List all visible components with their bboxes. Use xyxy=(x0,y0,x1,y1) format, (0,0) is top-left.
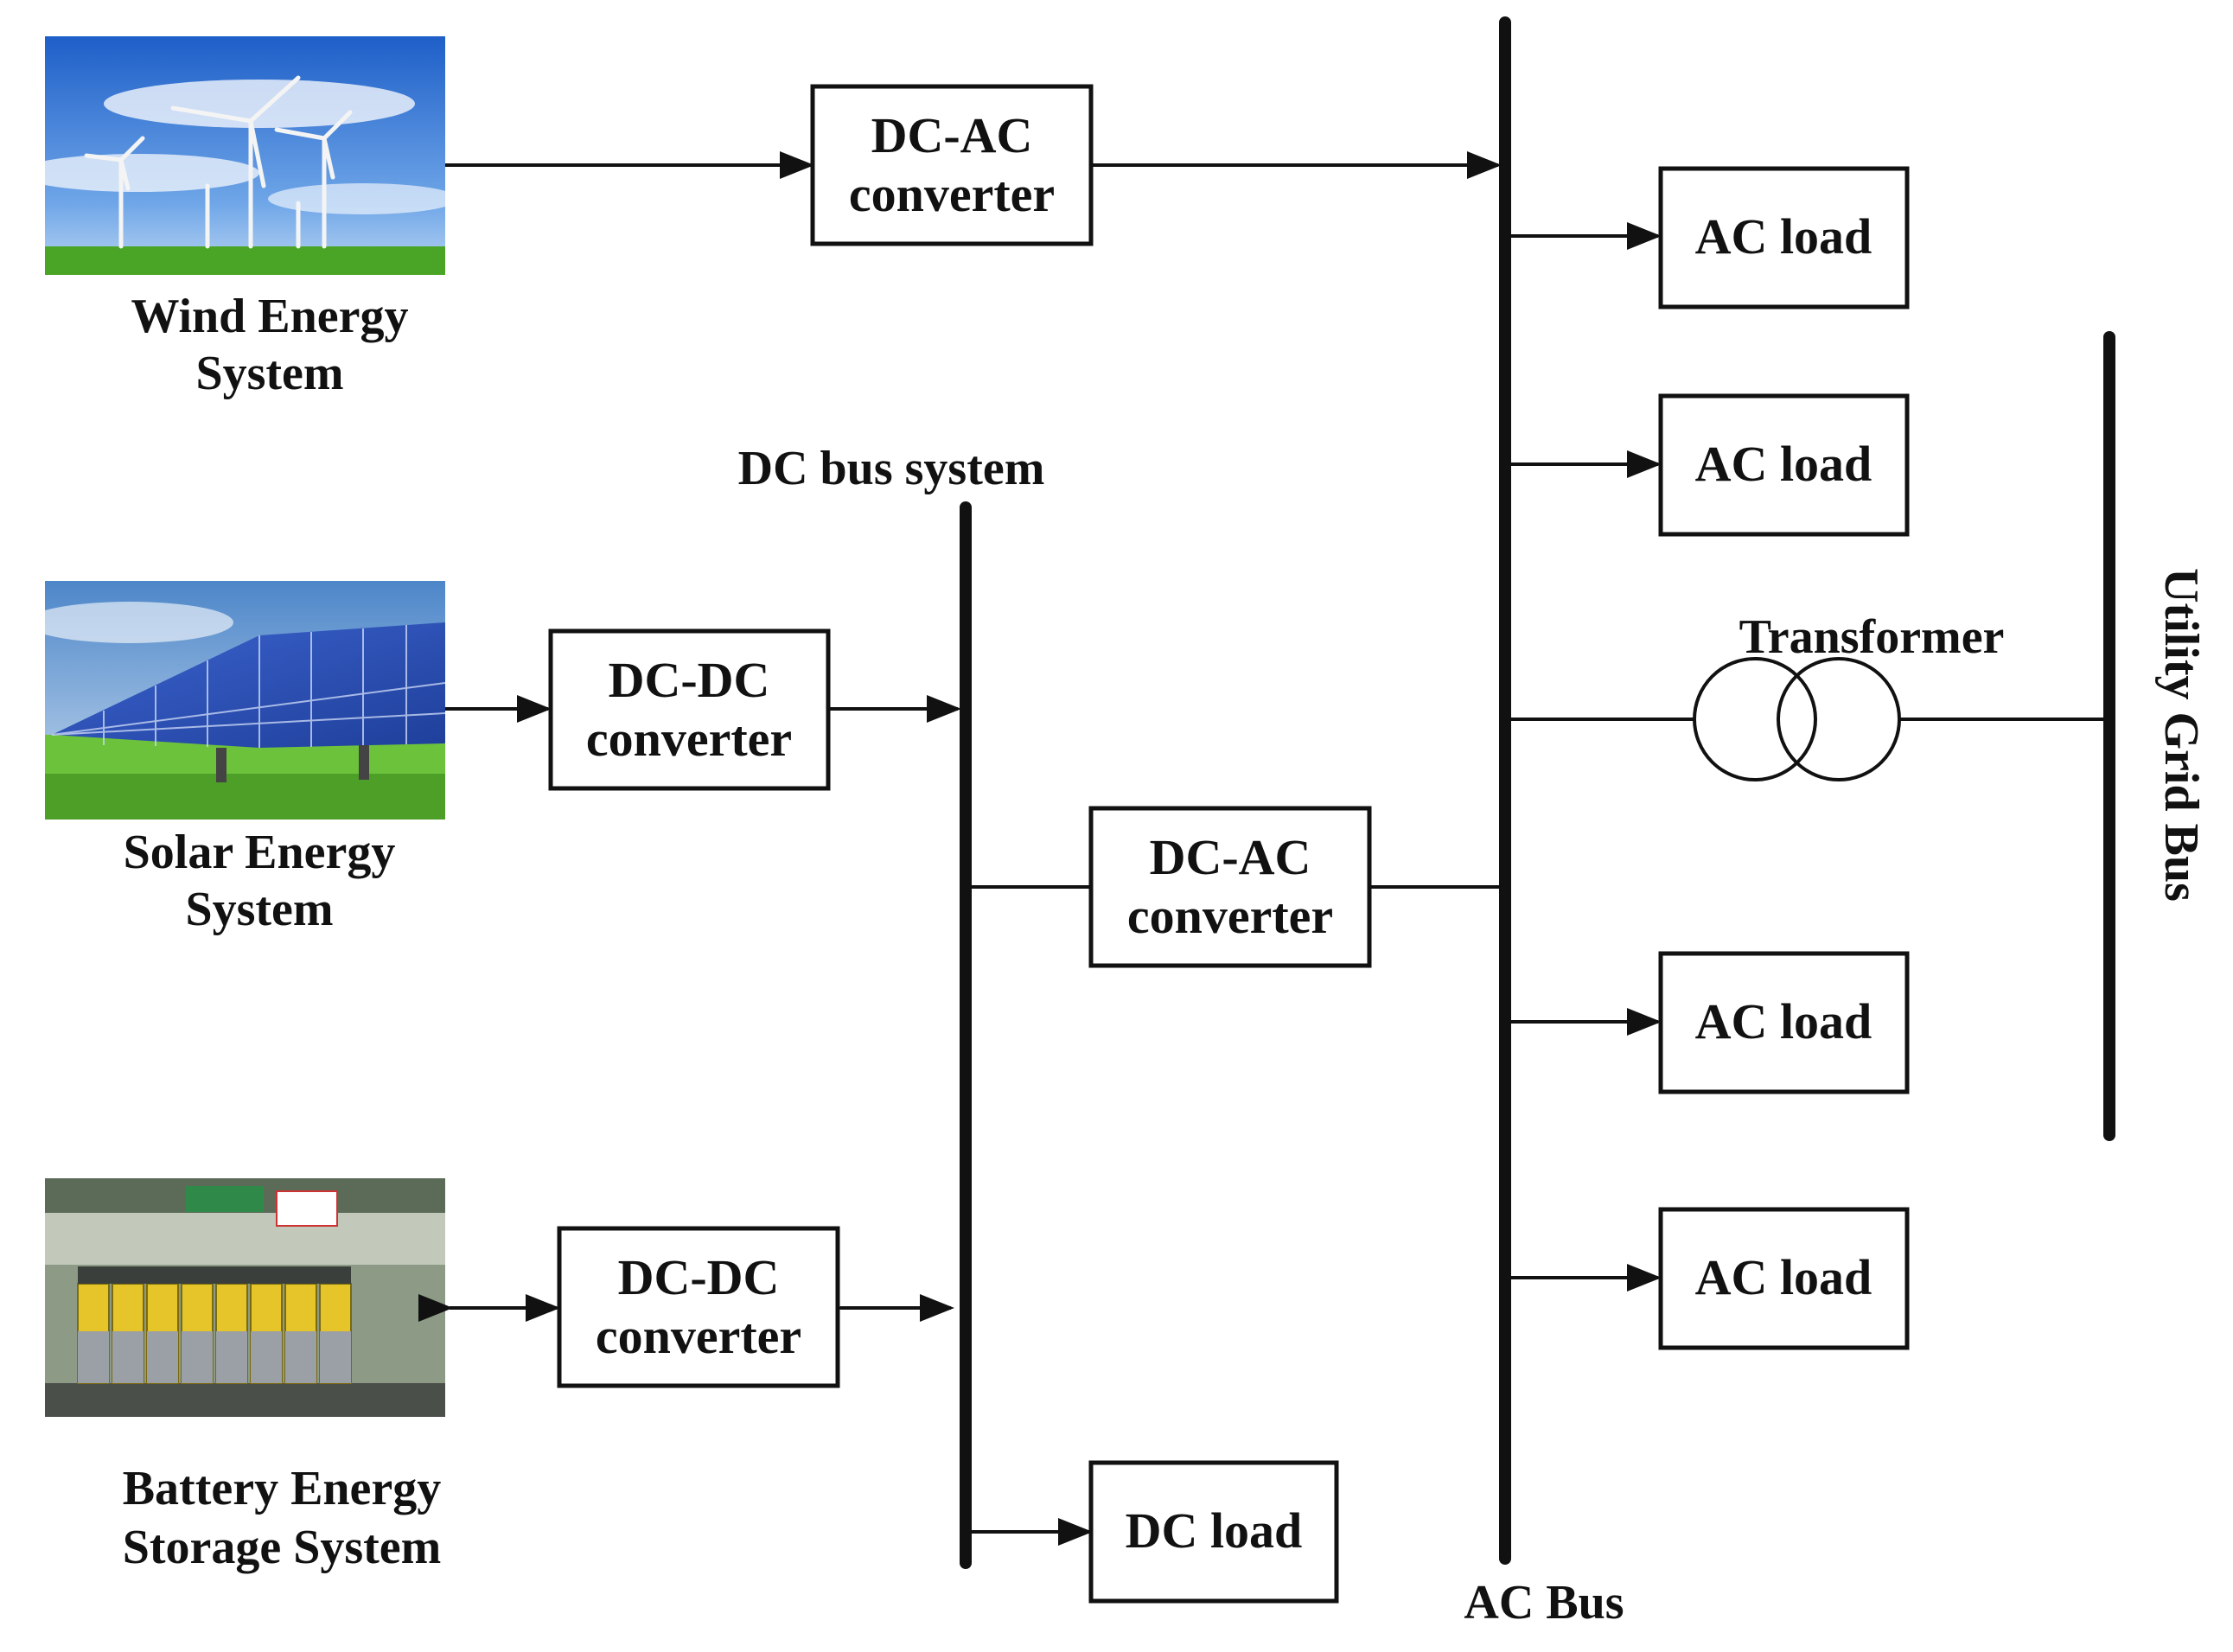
wind-converter-line1: DC-AC xyxy=(871,107,1033,163)
utility-grid-bus-label: Utility Grid Bus xyxy=(2154,568,2208,902)
ac-load-4-label: AC load xyxy=(1695,1249,1873,1305)
bus-dc-ac-converter: DC-AC converter xyxy=(1088,806,1372,968)
battery-converter-line2: converter xyxy=(596,1308,801,1364)
battery-converter-line1: DC-DC xyxy=(618,1249,780,1305)
wind-dc-ac-converter: DC-AC converter xyxy=(810,84,1094,246)
solar-panel-photo xyxy=(26,581,446,820)
solar-converter-line1: DC-DC xyxy=(609,652,770,708)
solar-label-line1: Solar Energy xyxy=(124,826,396,879)
dc-load-label: DC load xyxy=(1126,1502,1303,1559)
solar-label-line2: System xyxy=(185,883,333,936)
ac-load-2-label: AC load xyxy=(1695,436,1873,492)
wind-converter-line2: converter xyxy=(849,166,1055,222)
battery-label-line2: Storage System xyxy=(123,1521,442,1574)
solar-converter-line2: converter xyxy=(586,711,792,767)
transformer-label: Transformer xyxy=(1739,610,2005,664)
battery-bank-photo xyxy=(45,1178,445,1417)
bus-converter-line1: DC-AC xyxy=(1150,829,1311,885)
battery-dc-dc-converter: DC-DC converter xyxy=(557,1226,840,1388)
ac-load-1-label: AC load xyxy=(1695,208,1873,265)
ac-bus-label: AC Bus xyxy=(1464,1576,1624,1630)
ac-load-4: AC load xyxy=(1658,1207,1910,1350)
wind-turbine-photo xyxy=(17,36,458,275)
ac-load-2: AC load xyxy=(1658,393,1910,537)
bus-converter-line2: converter xyxy=(1127,888,1333,944)
wind-label-line1: Wind Energy xyxy=(131,290,408,343)
transformer-symbol xyxy=(1693,657,1901,781)
battery-label-line1: Battery Energy xyxy=(123,1462,442,1515)
dc-load: DC load xyxy=(1088,1460,1339,1604)
dc-bus-label: DC bus system xyxy=(738,442,1045,495)
ac-load-3: AC load xyxy=(1658,951,1910,1094)
ac-load-1: AC load xyxy=(1658,166,1910,309)
ac-load-3-label: AC load xyxy=(1695,993,1873,1049)
solar-dc-dc-converter: DC-DC converter xyxy=(548,628,831,791)
wind-label-line2: System xyxy=(195,347,343,400)
